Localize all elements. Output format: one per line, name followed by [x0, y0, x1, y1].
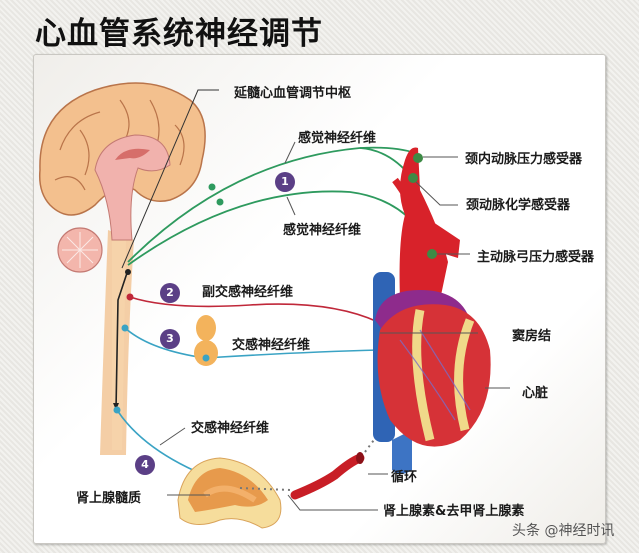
label-parasympathetic-fiber: 副交感神经纤维 [202, 285, 294, 300]
label-sympathetic-fiber: 交感神经纤维 [232, 338, 311, 353]
label-carotid-baroreceptor: 颈内动脉压力感受器 [465, 152, 583, 167]
label-heart: 心脏 [522, 386, 549, 401]
label-circulation: 循环 [391, 470, 418, 485]
badge-1: 1 [275, 172, 295, 192]
badge-4: 4 [135, 455, 155, 475]
blood-vessel-illustration [290, 452, 365, 500]
badge-3: 3 [160, 329, 180, 349]
label-sa-node: 窦房结 [512, 329, 552, 344]
label-carotid-chemoreceptor: 颈动脉化学感受器 [466, 198, 571, 213]
label-sensory-fiber-bottom: 感觉神经纤维 [283, 223, 362, 238]
adrenal-gland-illustration [177, 457, 282, 529]
sympathetic-ganglion [194, 315, 218, 366]
label-medulla-center: 延髓心血管调节中枢 [234, 86, 352, 101]
heart-illustration [373, 147, 491, 474]
label-sensory-fiber-top: 感觉神经纤维 [298, 131, 377, 146]
label-aortic-baroreceptor: 主动脉弓压力感受器 [477, 250, 595, 265]
label-adrenal-medulla: 肾上腺髓质 [76, 491, 142, 506]
badge-2: 2 [160, 283, 180, 303]
parasympathetic-fiber-line [129, 296, 379, 323]
page-title: 心血管系统神经调节 [35, 16, 323, 52]
brain-illustration [38, 82, 206, 273]
watermark: 头条 @神经时讯 [512, 523, 615, 539]
label-sympathetic-fiber-adrenal: 交感神经纤维 [191, 421, 270, 436]
label-hormones: 肾上腺素&去甲肾上腺素 [383, 504, 525, 519]
